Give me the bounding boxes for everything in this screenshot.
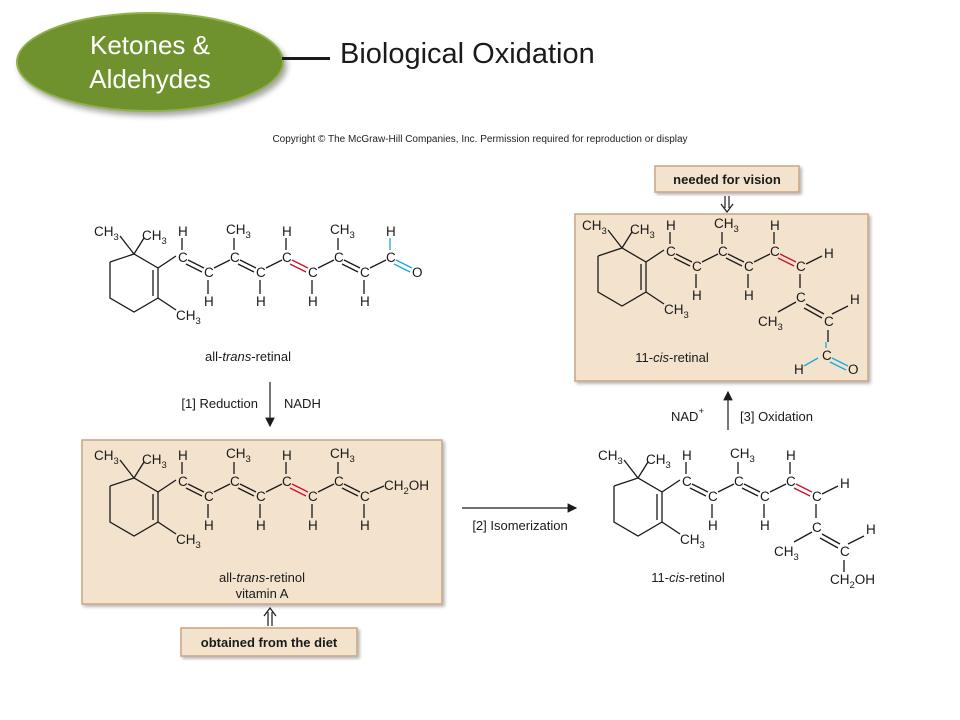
oxidation-reagent: NAD+ bbox=[671, 406, 704, 424]
reduction-reagent: NADH bbox=[284, 396, 321, 411]
svg-text:C: C bbox=[822, 348, 832, 363]
oxidation-label: [3] Oxidation bbox=[740, 409, 813, 424]
slide-title: Biological Oxidation bbox=[340, 38, 595, 70]
copyright-notice: Copyright © The McGraw-Hill Companies, I… bbox=[272, 134, 688, 145]
diet-note-box bbox=[180, 627, 358, 657]
svg-text:CH2OH: CH2OH bbox=[384, 478, 429, 497]
diet-note: obtained from the diet bbox=[201, 635, 338, 650]
svg-text:C: C bbox=[386, 250, 396, 265]
topic-line-2: Aldehydes bbox=[89, 64, 211, 94]
vision-note-box bbox=[654, 165, 800, 193]
reduction-label: [1] Reduction bbox=[181, 396, 258, 411]
title-connector-line bbox=[282, 57, 330, 60]
topic-badge: Ketones & Aldehydes bbox=[16, 12, 284, 112]
all-trans-retinol-structure: CH2OH bbox=[93, 445, 429, 552]
svg-text:O: O bbox=[848, 362, 859, 377]
vision-note: needed for vision bbox=[673, 172, 781, 187]
vision-arrow-head bbox=[720, 203, 734, 213]
cis-retinol-structure: CH2OH bbox=[597, 445, 877, 591]
cis-retinal-name: 11-cis-retinal bbox=[635, 350, 709, 365]
trans-retinol-name: all-trans-retinol bbox=[219, 570, 305, 585]
topic-line-1: Ketones & bbox=[90, 30, 210, 60]
svg-text:CH2OH: CH2OH bbox=[830, 572, 875, 591]
cis-retinal-structure: C H O bbox=[581, 215, 861, 377]
svg-text:O: O bbox=[412, 265, 423, 280]
vitamin-a-label: vitamin A bbox=[236, 586, 289, 601]
cis-retinol-name: 11-cis-retinol bbox=[651, 570, 725, 585]
trans-retinal-name: all-trans-retinal bbox=[205, 349, 291, 364]
svg-text:H: H bbox=[386, 224, 396, 239]
svg-text:H: H bbox=[794, 362, 804, 377]
diet-arrow-head bbox=[263, 607, 277, 617]
all-trans-retinal-structure: C H O bbox=[93, 221, 423, 328]
isomerization-label: [2] Isomerization bbox=[472, 518, 567, 533]
